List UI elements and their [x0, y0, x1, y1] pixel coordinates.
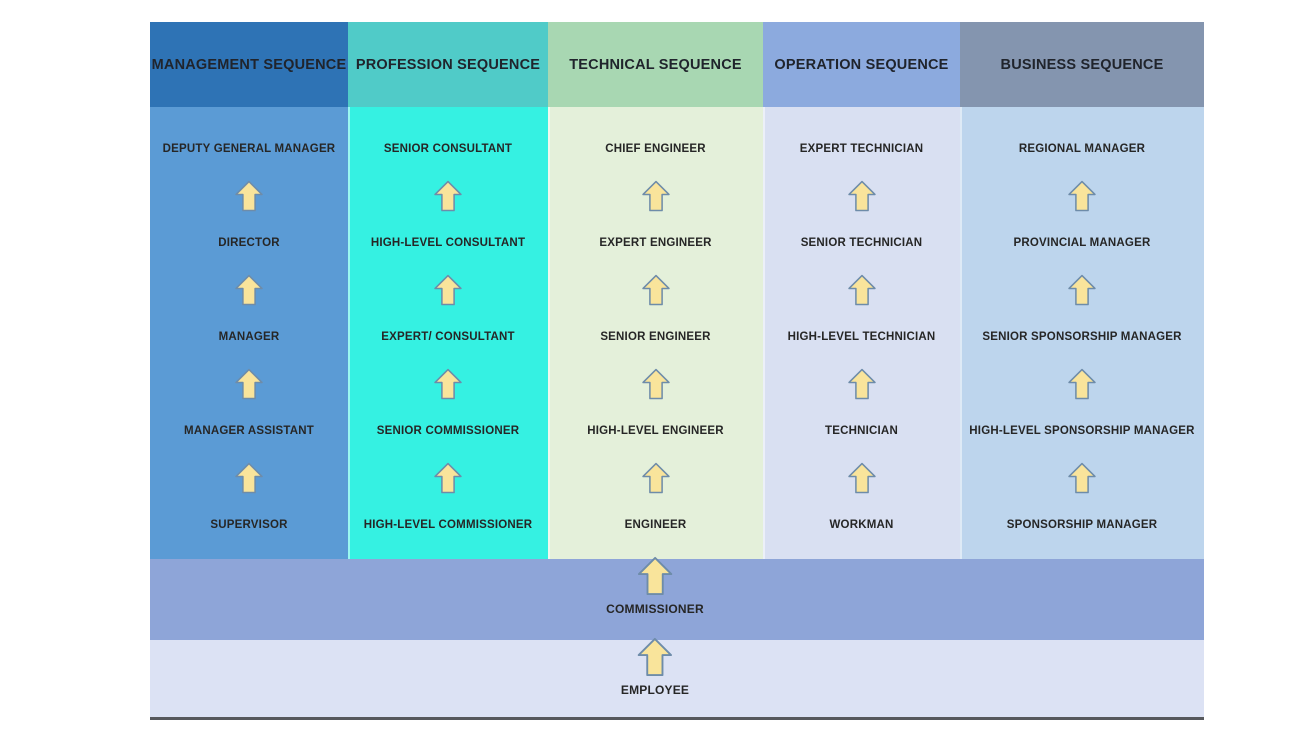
sequence-column-management-sequence: MANAGEMENT SEQUENCE DEPUTY GENERAL MANAGE…: [150, 22, 348, 559]
up-arrow-icon: [845, 274, 879, 306]
column-body: SENIOR CONSULTANT HIGH-LEVEL CONSULTANT EX…: [348, 107, 548, 559]
level-label-high-level-engineer: HIGH-LEVEL ENGINEER: [587, 425, 724, 437]
column-header-label: PROFESSION SEQUENCE: [355, 56, 541, 73]
up-arrow-icon: [636, 637, 674, 677]
up-arrow-icon: [431, 274, 465, 306]
column-header: BUSINESS SEQUENCE: [960, 22, 1204, 107]
commissioner-band: COMMISSIONER: [150, 556, 1204, 640]
level-label-high-level-consultant: HIGH-LEVEL CONSULTANT: [370, 237, 526, 249]
up-arrow-icon: [636, 556, 674, 596]
column-body: CHIEF ENGINEER EXPERT ENGINEER SENIOR ENGI…: [548, 107, 763, 559]
sequence-column-technical-sequence: TECHNICAL SEQUENCE CHIEF ENGINEER EXPERT E…: [548, 22, 763, 559]
up-arrow-icon: [431, 180, 465, 212]
level-label-deputy-general-manager: DEPUTY GENERAL MANAGER: [162, 143, 336, 155]
level-label-high-level-technician: HIGH-LEVEL TECHNICIAN: [787, 331, 936, 343]
sequence-column-operation-sequence: OPERATION SEQUENCE EXPERT TECHNICIAN SENIO…: [763, 22, 960, 559]
up-arrow-icon: [431, 462, 465, 494]
commissioner-stack: COMMISSIONER: [606, 556, 704, 616]
employee-stack: EMPLOYEE: [621, 637, 689, 697]
up-arrow-icon: [639, 368, 673, 400]
level-label-high-level-sponsorship-manager: HIGH-LEVEL SPONSORSHIP MANAGER: [969, 425, 1195, 437]
level-label-senior-commissioner: SENIOR COMMISSIONER: [376, 425, 520, 437]
column-header-label: BUSINESS SEQUENCE: [1000, 56, 1164, 73]
level-label-senior-technician: SENIOR TECHNICIAN: [800, 237, 923, 249]
level-label-manager: MANAGER: [218, 331, 280, 343]
up-arrow-icon: [1065, 368, 1099, 400]
level-label-manager-assistant: MANAGER ASSISTANT: [184, 425, 314, 437]
column-header-label: MANAGEMENT SEQUENCE: [151, 56, 347, 73]
column-header: MANAGEMENT SEQUENCE: [150, 22, 348, 107]
up-arrow-icon: [639, 462, 673, 494]
career-progression-diagram: MANAGEMENT SEQUENCE DEPUTY GENERAL MANAGE…: [150, 22, 1204, 720]
up-arrow-icon: [232, 462, 266, 494]
employee-label: EMPLOYEE: [620, 683, 690, 697]
level-label-technician: TECHNICIAN: [825, 425, 898, 437]
column-header: TECHNICAL SEQUENCE: [548, 22, 763, 107]
column-body: EXPERT TECHNICIAN SENIOR TECHNICIAN HIGH-L…: [763, 107, 960, 559]
level-label-expert-consultant: EXPERT/ CONSULTANT: [381, 331, 515, 343]
column-header-label: OPERATION SEQUENCE: [774, 56, 949, 73]
up-arrow-icon: [1065, 462, 1099, 494]
sequence-column-business-sequence: BUSINESS SEQUENCE REGIONAL MANAGER PROVINC…: [960, 22, 1204, 559]
up-arrow-icon: [845, 180, 879, 212]
employee-band: EMPLOYEE: [150, 637, 1204, 717]
level-label-engineer: ENGINEER: [624, 519, 687, 531]
level-label-senior-engineer: SENIOR ENGINEER: [600, 331, 711, 343]
level-label-expert-engineer: EXPERT ENGINEER: [599, 237, 712, 249]
column-header: PROFESSION SEQUENCE: [348, 22, 548, 107]
up-arrow-icon: [232, 368, 266, 400]
up-arrow-icon: [232, 274, 266, 306]
up-arrow-icon: [845, 462, 879, 494]
level-label-supervisor: SUPERVISOR: [210, 519, 288, 531]
level-label-senior-consultant: SENIOR CONSULTANT: [383, 143, 513, 155]
level-label-senior-sponsorship-manager: SENIOR SPONSORSHIP MANAGER: [982, 331, 1182, 343]
up-arrow-icon: [1065, 274, 1099, 306]
level-label-chief-engineer: CHIEF ENGINEER: [605, 143, 706, 155]
up-arrow-icon: [431, 368, 465, 400]
level-label-provincial-manager: PROVINCIAL MANAGER: [1013, 237, 1151, 249]
column-header: OPERATION SEQUENCE: [763, 22, 960, 107]
up-arrow-icon: [232, 180, 266, 212]
level-label-director: DIRECTOR: [218, 237, 280, 249]
up-arrow-icon: [639, 180, 673, 212]
commissioner-label: COMMISSIONER: [606, 602, 704, 616]
column-body: DEPUTY GENERAL MANAGER DIRECTOR MANAGER MAN…: [150, 107, 348, 559]
level-label-sponsorship-manager: SPONSORSHIP MANAGER: [1006, 519, 1158, 531]
level-label-expert-technician: EXPERT TECHNICIAN: [799, 143, 924, 155]
up-arrow-icon: [1065, 180, 1099, 212]
column-header-label: TECHNICAL SEQUENCE: [569, 56, 742, 73]
sequence-columns: MANAGEMENT SEQUENCE DEPUTY GENERAL MANAGE…: [150, 22, 1204, 559]
up-arrow-icon: [845, 368, 879, 400]
bottom-border: [150, 717, 1204, 720]
level-label-regional-manager: REGIONAL MANAGER: [1018, 143, 1146, 155]
column-body: REGIONAL MANAGER PROVINCIAL MANAGER SENIOR…: [960, 107, 1204, 559]
level-label-high-level-commissioner: HIGH-LEVEL COMMISSIONER: [363, 519, 533, 531]
level-label-workman: WORKMAN: [829, 519, 894, 531]
sequence-column-profession-sequence: PROFESSION SEQUENCE SENIOR CONSULTANT HIGH…: [348, 22, 548, 559]
up-arrow-icon: [639, 274, 673, 306]
